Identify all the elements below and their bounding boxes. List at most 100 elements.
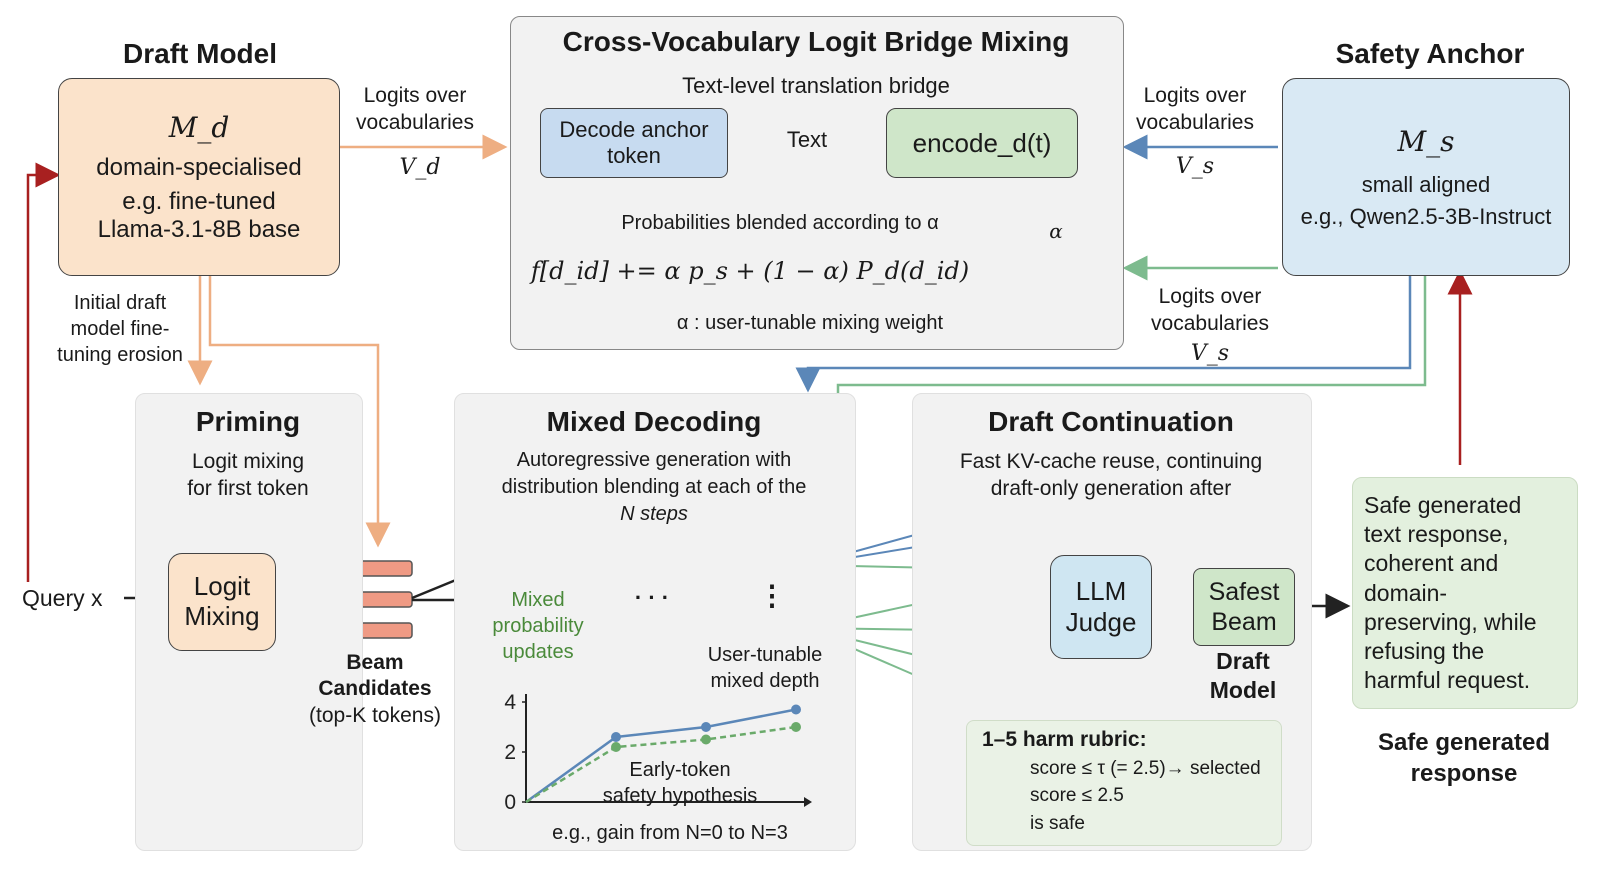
draft-model-title: Draft Model <box>123 38 277 69</box>
priming-desc-line1: Logit mixing <box>191 450 305 473</box>
draft-continuation-title: Draft Continuation <box>988 406 1234 437</box>
anchor-logits-top-line2: vocabularies <box>1136 111 1254 135</box>
draft-model-box: M_d domain-specialised e.g. fine-tuned L… <box>58 78 340 276</box>
anchor-logits-top-line1: Logits over <box>1143 84 1247 107</box>
beam-label-line1: Beam <box>346 651 404 674</box>
rubric-item-selected: score ≤ τ (= 2.5)→ selected <box>1030 758 1261 779</box>
depth-line2: mixed depth <box>710 670 820 692</box>
decode-anchor-box: Decode anchor token <box>540 108 728 178</box>
bridge-title: Cross-Vocabulary Logit Bridge Mixing <box>562 26 1070 57</box>
logit-mixing-line1: Logit <box>193 571 251 602</box>
anchor-logits-bottom-line2: vocabularies <box>1151 312 1269 336</box>
chart-y-tick: 4 <box>504 692 516 714</box>
mixed-desc-line1: Autoregressive generation with <box>516 449 792 471</box>
mixed-updates-line3: updates <box>502 641 574 663</box>
safest-draft-line1: Draft <box>1216 648 1270 674</box>
safety-anchor-desc1: small aligned <box>1361 171 1491 197</box>
safest-draft-model-label: Draft Model <box>1193 647 1293 705</box>
decode-line2: token <box>607 143 661 168</box>
output-line: domain- <box>1364 579 1448 606</box>
logit-mixing-box: Logit Mixing <box>168 553 276 651</box>
query-label: Query x <box>22 585 103 611</box>
annotation-line1: Early-token <box>629 759 731 781</box>
bridge-subtitle: Text-level translation bridge <box>682 73 950 98</box>
continuation-desc-line2: draft-only generation after <box>990 477 1232 501</box>
bridge-formula: f[d_id] += α p_s + (1 − α) P_d(d_id) <box>530 257 970 285</box>
safety-anchor-box: M_s small aligned e.g., Qwen2.5-3B-Instr… <box>1282 78 1570 276</box>
anchor-logits-bottom: Logits over vocabularies <box>1135 283 1285 338</box>
chart-x-arrow <box>804 797 812 807</box>
safest-draft-line2: Model <box>1209 676 1277 703</box>
output-line: text response, <box>1364 521 1509 548</box>
continuation-desc-line1: Fast KV-cache reuse, continuing <box>959 450 1263 473</box>
encode-box: encode_d(t) <box>886 108 1078 178</box>
decode-line1: Decode anchor <box>559 116 709 142</box>
chart-point <box>701 722 711 732</box>
draft-model-desc1: domain-specialised <box>96 153 302 181</box>
output-label-line1: Safe generated <box>1377 729 1551 756</box>
draft-erosion-label: Initial draft model fine- tuning erosion <box>40 290 200 368</box>
beam-label-line3: (top-K tokens) <box>309 703 441 727</box>
chart-y-tick: 2 <box>504 741 516 764</box>
early-token-chart: 0 2 4 <box>504 692 812 814</box>
arrow-draft-to-beams <box>208 272 391 548</box>
output-line: coherent and <box>1364 550 1499 577</box>
safest-line1: Safest <box>1208 578 1280 606</box>
draft-continuation-desc: Fast KV-cache reuse, continuing draft-on… <box>912 448 1310 503</box>
safest-beam-box: Safest Beam <box>1193 568 1295 646</box>
judge-line2: Judge <box>1065 607 1137 637</box>
safety-anchor-title: Safety Anchor <box>1335 38 1525 69</box>
mixed-desc-line3: N steps <box>620 503 688 525</box>
bridge-panel <box>510 16 1124 350</box>
anchor-logits-top: Logits over vocabularies <box>1120 82 1270 137</box>
chart-point <box>611 742 621 752</box>
depth-line1: User-tunable <box>707 644 823 666</box>
output-line: harmful request. <box>1364 667 1531 694</box>
logit-mixing-line2: Mixing <box>184 601 260 631</box>
bridge-text-label: Text <box>786 127 828 152</box>
beam-candidates-label: Beam Candidates (top-K tokens) <box>300 650 450 729</box>
beam-label-line2: Candidates <box>318 677 432 701</box>
mixed-depth-label: User-tunable mixed depth <box>690 642 840 694</box>
rubric-item-safe: is safe <box>1030 813 1085 834</box>
anchor-vocab-top: V_s <box>1175 154 1215 179</box>
draft-logits-line2: vocabularies <box>356 111 474 135</box>
chart-annotation: Early-token safety hypothesis <box>580 757 780 809</box>
priming-desc: Logit mixing for first token <box>135 448 361 503</box>
erosion-line2: model fine- <box>70 318 170 340</box>
output-line: Safe generated <box>1364 492 1522 518</box>
output-label-line2: response <box>1410 760 1518 788</box>
mixed-decoding-panel <box>454 393 856 851</box>
annotation-line2: safety hypothesis <box>602 785 758 807</box>
output-text: Safe generated text response, coherent a… <box>1364 491 1574 695</box>
erosion-line1: Initial draft <box>73 292 167 314</box>
harm-rubric-box <box>966 720 1282 846</box>
safest-line2: Beam <box>1211 608 1277 636</box>
alpha-plot-label: α <box>1049 219 1063 243</box>
anchor-logits-bottom-line1: Logits over <box>1158 285 1262 308</box>
judge-line1: LLM <box>1075 575 1127 606</box>
erosion-line3: tuning erosion <box>57 344 183 366</box>
draft-model-desc3: Llama-3.1-8B base <box>97 215 301 243</box>
draft-logits-line1: Logits over <box>363 84 467 107</box>
decoding-vdots: ⋮ <box>758 580 786 611</box>
mixed-decoding-title: Mixed Decoding <box>546 406 762 437</box>
mixed-updates-line1: Mixed <box>511 589 565 611</box>
bridge-blend-label: Probabilities blended according to α <box>621 212 939 234</box>
chart-point <box>791 704 801 715</box>
feedback-arrow-query-to-draft <box>26 162 61 582</box>
draft-model-symbol: M_d <box>168 110 230 144</box>
priming-desc-line2: for first token <box>187 477 309 501</box>
mixed-updates-line2: probability <box>492 615 584 637</box>
chart-y-tick: 0 <box>504 791 516 814</box>
mixed-updates-label: Mixed probability updates <box>478 587 598 665</box>
output-line: refusing the <box>1364 638 1485 665</box>
draft-vocab-symbol: V_d <box>399 155 441 180</box>
output-box <box>1352 477 1578 709</box>
rubric-title: 1–5 harm rubric: <box>982 728 1147 751</box>
chart-caption: e.g., gain from N=0 to N=3 <box>552 822 788 844</box>
chart-series-line <box>525 725 797 804</box>
arrow-anchor-to-decoding-blue <box>795 275 1412 393</box>
decoding-ellipsis: · · · <box>634 585 670 610</box>
chart-series-line <box>525 708 797 804</box>
